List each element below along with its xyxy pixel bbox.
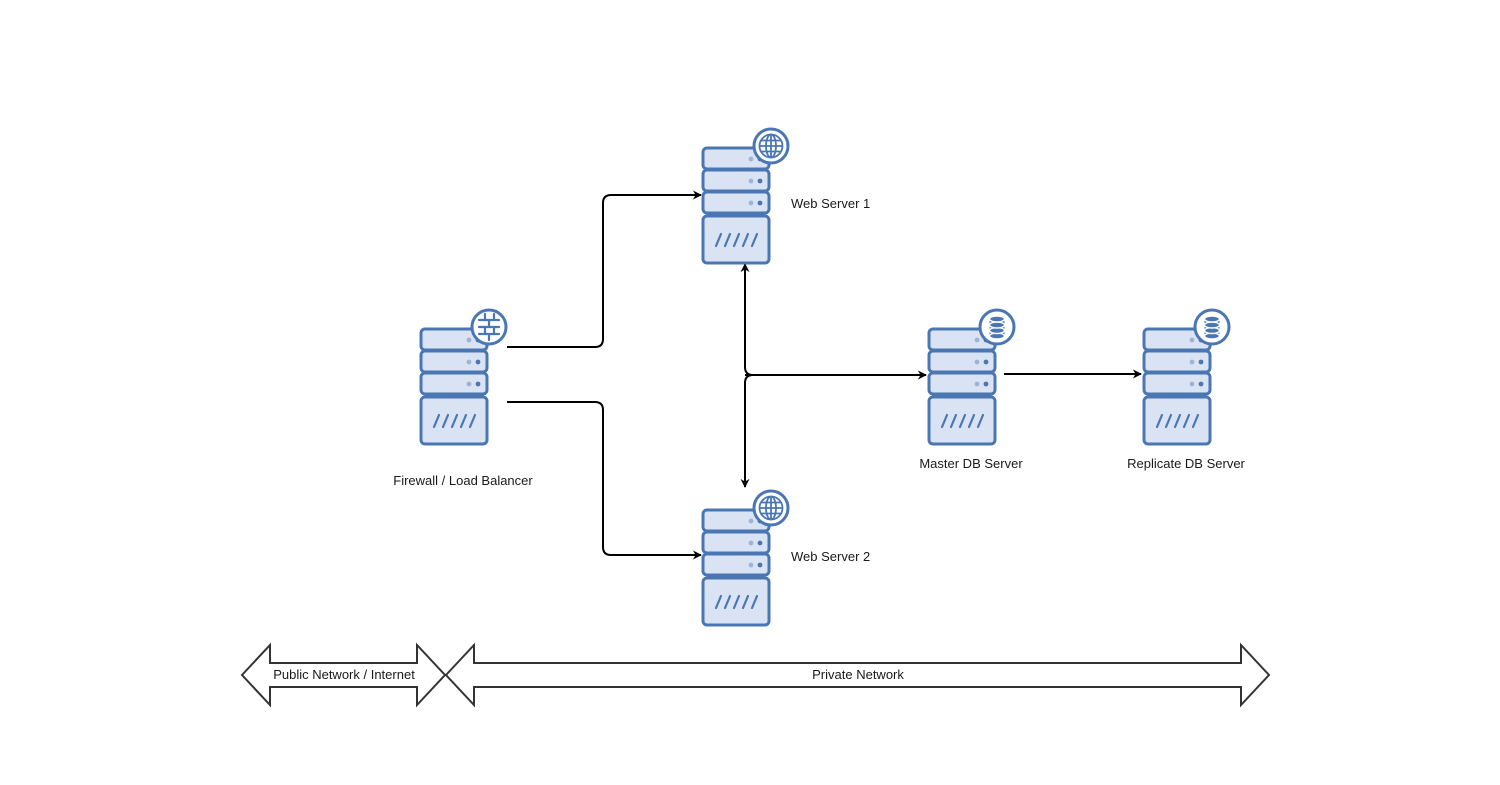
edge-firewall-to-web2 [507,401,702,560]
web-server-2-label: Web Server 2 [791,549,871,564]
drive-bay [927,371,997,396]
drive-bay [1142,371,1212,396]
firewall-server[interactable] [419,308,508,446]
database-icon [978,308,1016,346]
master-db-label: Master DB Server [919,456,1023,471]
firewall-label: Firewall / Load Balancer [393,473,533,488]
connectors [507,190,1142,560]
private-network-arrow [444,642,1271,708]
drive-bay [701,190,771,215]
private-network-label: Private Network [812,667,904,682]
edge-junction-to-web2 [740,374,754,488]
network-zones [240,642,1271,708]
web-server-1-label: Web Server 1 [791,196,871,211]
edge-junction-to-web1 [740,263,754,376]
edge-firewall-to-web1 [507,190,702,348]
master-db-server[interactable] [927,308,1016,446]
drive-bay [701,552,771,577]
drive-bay [419,371,489,396]
replica-db-server[interactable] [1142,308,1231,446]
database-icon [1193,308,1231,346]
web-server-1[interactable] [701,127,790,265]
servers [419,127,1231,627]
web-server-2[interactable] [701,489,790,627]
globe-icon [752,489,790,527]
replica-db-label: Replicate DB Server [1127,456,1245,471]
firewall-icon [470,308,508,346]
public-network-label: Public Network / Internet [273,667,415,682]
globe-icon [752,127,790,165]
